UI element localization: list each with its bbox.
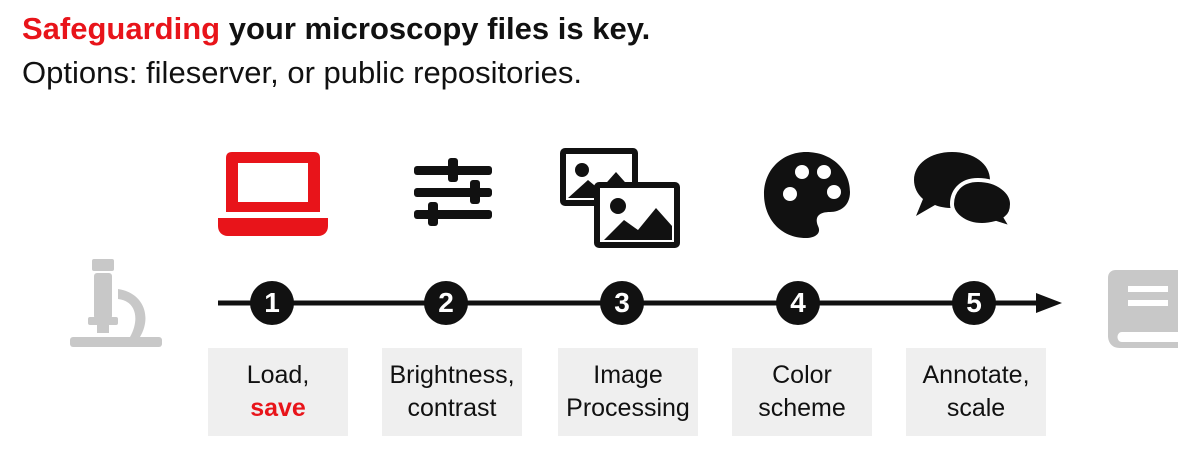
sliders-icon [414, 158, 492, 226]
step-label-5-line1: Annotate, [922, 361, 1030, 389]
step-label-1-line2: save [250, 394, 306, 422]
step-marker-5: 5 [952, 281, 996, 325]
step-marker-4: 4 [776, 281, 820, 325]
laptop-icon [218, 152, 328, 236]
step-marker-3: 3 [600, 281, 644, 325]
subtitle: Options: fileserver, or public repositor… [22, 55, 582, 90]
step-label-2-line2: contrast [407, 394, 497, 422]
step-label-2: Brightness, contrast [382, 348, 522, 436]
step-label-4-line2: scheme [758, 394, 846, 422]
step-label-2-line1: Brightness, [389, 361, 515, 389]
images-icon [560, 148, 680, 248]
step-label-4-line1: Color [772, 361, 832, 389]
step-label-3-line2: Processing [566, 394, 690, 422]
title: Safeguarding your microscopy files is ke… [22, 8, 650, 50]
step-label-3: Image Processing [558, 348, 698, 436]
step-label-3-line1: Image [593, 361, 663, 389]
microscope-icon [70, 259, 162, 347]
step-label-5: Annotate, scale [906, 348, 1046, 436]
book-icon [1108, 270, 1178, 348]
step-label-5-line2: scale [946, 394, 1006, 422]
step-marker-2: 2 [424, 281, 468, 325]
step-marker-1: 1 [250, 281, 294, 325]
step-label-4: Color scheme [732, 348, 872, 436]
title-rest: your microscopy files is key. [220, 11, 651, 46]
title-highlight: Safeguarding [22, 11, 221, 46]
palette-icon [764, 152, 850, 238]
step-label-1-line1: Load, [246, 361, 310, 389]
step-label-1: Load, save [208, 348, 348, 436]
comments-icon [914, 152, 1016, 230]
